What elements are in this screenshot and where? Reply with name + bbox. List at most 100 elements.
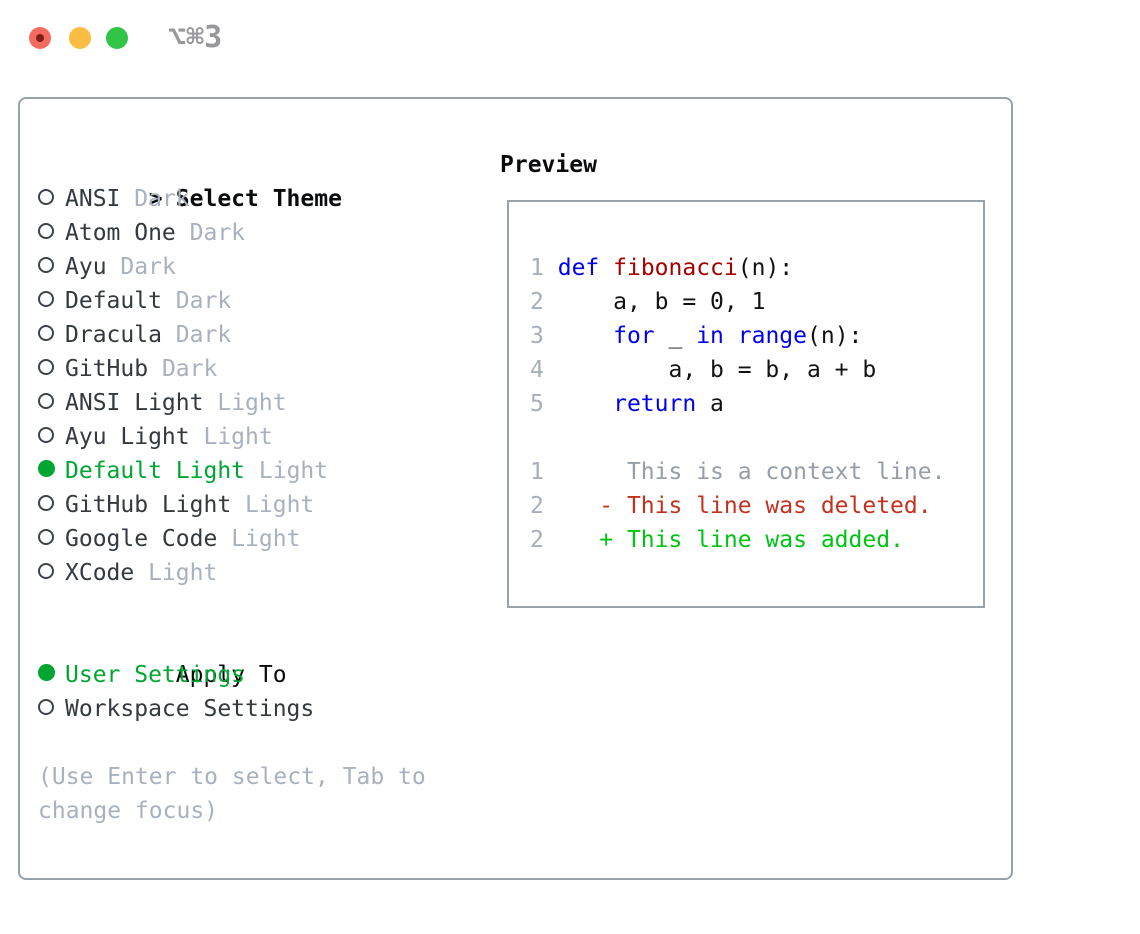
theme-option-google-code[interactable]: Google Code Light	[38, 522, 426, 556]
radio-icon	[38, 257, 54, 273]
theme-variant-tag: Dark	[161, 356, 218, 382]
radio-selected-icon	[38, 664, 55, 681]
theme-name: Atom One	[65, 220, 176, 246]
code-segment: return	[613, 391, 697, 417]
line-number: 3	[530, 323, 544, 349]
code-segment	[558, 493, 600, 519]
theme-option-dracula[interactable]: Dracula Dark	[38, 318, 426, 352]
apply-to-title: Apply To	[175, 662, 287, 688]
theme-option-default[interactable]: Default Dark	[38, 284, 426, 318]
code-segment: range	[737, 323, 808, 349]
code-segment: a, b = 0, 1	[557, 289, 766, 315]
radio-icon	[38, 699, 54, 715]
apply-option-label: User Settings	[65, 662, 246, 688]
preview-line: 2 a, b = 0, 1	[530, 285, 983, 319]
preview-line: 2 + This line was added.	[530, 523, 983, 557]
theme-variant-tag: Dark	[189, 220, 246, 246]
preview-title: Preview	[500, 152, 597, 178]
theme-variant-tag: Dark	[120, 254, 176, 280]
theme-name: Google Code	[65, 526, 218, 552]
line-number: 2	[530, 289, 544, 315]
line-number: 1	[530, 255, 544, 281]
radio-icon	[38, 359, 54, 375]
theme-name: Ayu	[65, 254, 107, 280]
radio-icon	[38, 291, 54, 307]
preview-line: 5 return a	[530, 387, 983, 421]
radio-icon	[38, 563, 54, 579]
theme-name: Default Light	[65, 458, 246, 484]
zoom-button[interactable]	[106, 27, 128, 49]
prompt-icon: >	[148, 186, 163, 212]
theme-option-ayu-light[interactable]: Ayu Light Light	[38, 420, 426, 454]
code-segment: This is a context line.	[557, 459, 946, 485]
theme-name: Dracula	[65, 322, 162, 348]
theme-variant-tag: Dark	[175, 288, 232, 314]
minimize-button[interactable]	[69, 27, 91, 49]
preview-line: 1 This is a context line.	[530, 455, 983, 489]
radio-icon	[38, 427, 54, 443]
theme-option-default-light[interactable]: Default Light Light	[38, 454, 426, 488]
theme-variant-tag: Dark	[175, 322, 232, 348]
spacer	[38, 726, 426, 760]
code-segment	[558, 323, 613, 349]
theme-variant-tag: Light	[245, 492, 315, 518]
theme-option-ayu[interactable]: Ayu Dark	[38, 250, 426, 284]
line-number: 4	[530, 357, 544, 383]
radio-icon	[38, 529, 54, 545]
theme-option-github-light[interactable]: GitHub Light Light	[38, 488, 426, 522]
code-segment: fibonacci	[613, 255, 738, 281]
theme-option-atom-one[interactable]: Atom One Dark	[38, 216, 426, 250]
code-segment: a, b = b, a + b	[557, 357, 877, 383]
code-segment: in	[696, 323, 724, 349]
theme-name: ANSI Light	[65, 390, 204, 416]
theme-variant-tag: Light	[217, 390, 287, 416]
apply-option-user-settings[interactable]: User Settings	[38, 658, 426, 692]
apply-to-header: Apply To	[38, 624, 426, 688]
theme-name: Ayu Light	[65, 424, 190, 450]
theme-variant-tag: Light	[203, 424, 273, 450]
radio-icon	[38, 223, 54, 239]
theme-option-github[interactable]: GitHub Dark	[38, 352, 426, 386]
spacer	[38, 590, 426, 624]
code-segment	[724, 323, 738, 349]
code-segment: for	[613, 323, 655, 349]
code-segment	[558, 527, 600, 553]
code-segment	[558, 391, 613, 417]
code-segment: _	[654, 323, 697, 349]
code-segment	[599, 255, 613, 281]
code-segment: def	[557, 255, 600, 281]
theme-variant-tag: Light	[231, 526, 301, 552]
theme-name: Default	[65, 288, 162, 314]
code-segment: (n):	[737, 255, 794, 281]
radio-icon	[38, 325, 54, 341]
theme-option-xcode[interactable]: XCode Light	[38, 556, 426, 590]
code-segment: + This line was added.	[599, 527, 904, 553]
preview-line: 1 def fibonacci(n):	[530, 251, 983, 285]
preview-line: 3 for _ in range(n):	[530, 319, 983, 353]
apply-option-workspace-settings[interactable]: Workspace Settings	[38, 692, 426, 726]
theme-name: ANSI	[65, 186, 121, 212]
theme-name: GitHub	[65, 356, 149, 382]
help-text: (Use Enter to select, Tab to change focu…	[38, 760, 426, 828]
theme-option-ansi[interactable]: ANSI Dark	[38, 182, 426, 216]
preview-line	[530, 421, 983, 455]
theme-name: GitHub Light	[65, 492, 232, 518]
theme-variant-tag: Light	[258, 458, 329, 484]
line-number: 5	[530, 391, 544, 417]
preview-line: 4 a, b = b, a + b	[530, 353, 983, 387]
close-button[interactable]	[29, 27, 51, 49]
line-number: 2	[530, 527, 544, 553]
code-segment: - This line was deleted.	[599, 493, 932, 519]
preview-line: 2 - This line was deleted.	[530, 489, 983, 523]
theme-option-ansi-light[interactable]: ANSI Light Light	[38, 386, 426, 420]
apply-option-label: Workspace Settings	[65, 696, 315, 722]
help-line-2: change focus)	[38, 798, 219, 824]
window-shortcut-label: ⌥⌘3	[168, 20, 223, 55]
select-theme-header: > Select Theme	[38, 148, 426, 212]
radio-icon	[38, 189, 54, 205]
select-theme-title: Select Theme	[175, 186, 342, 212]
